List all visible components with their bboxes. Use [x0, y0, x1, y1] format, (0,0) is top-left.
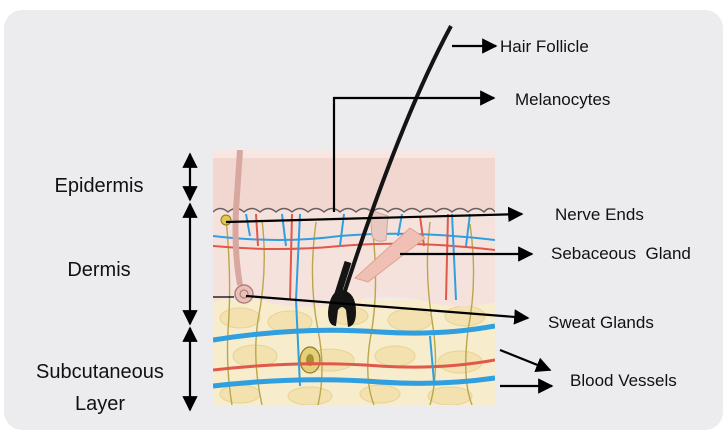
- nerve-ending: [221, 215, 231, 225]
- label-sweat-glands: Sweat Glands: [548, 313, 654, 332]
- epidermis-layer: [213, 150, 495, 212]
- label-sebaceous-gland: Sebaceous Gland: [551, 244, 691, 263]
- skin-diagram: Epidermis Dermis Subcutaneous Layer Hair…: [0, 0, 723, 420]
- skin-illustration: Epidermis Dermis Subcutaneous Layer Hair…: [0, 0, 723, 420]
- label-layer: Layer: [75, 393, 125, 415]
- skin-cross-section: [213, 150, 495, 405]
- label-epidermis: Epidermis: [55, 175, 144, 197]
- label-dermis: Dermis: [67, 259, 130, 281]
- label-blood-vessels: Blood Vessels: [570, 371, 677, 390]
- label-nerve-ends: Nerve Ends: [555, 205, 644, 224]
- label-subcutaneous: Subcutaneous: [36, 361, 164, 383]
- callout-labels: Hair Follicle Melanocytes Nerve Ends Seb…: [500, 37, 691, 390]
- sweat-gland-coil: [235, 285, 253, 303]
- label-hair-follicle: Hair Follicle: [500, 37, 589, 56]
- layer-labels: Epidermis Dermis Subcutaneous Layer: [36, 175, 164, 415]
- stratum-corneum: [213, 150, 495, 158]
- label-melanocytes: Melanocytes: [515, 90, 610, 109]
